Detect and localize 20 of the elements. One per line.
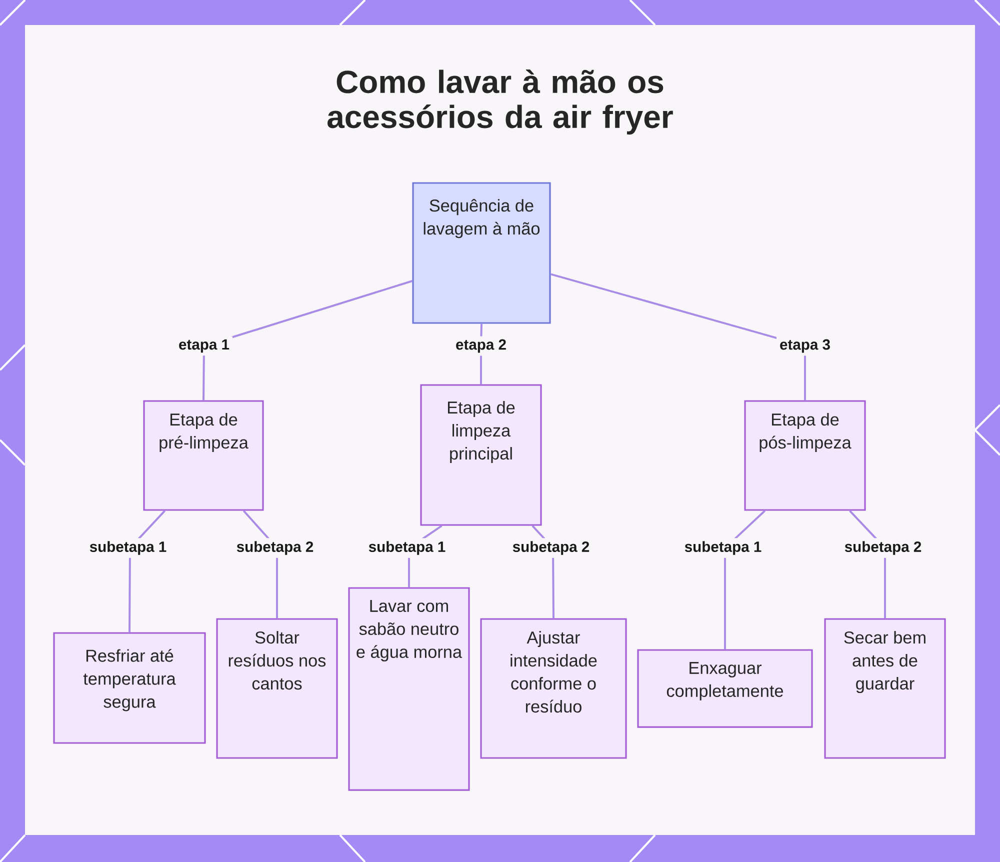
edge-label: subetapa 2 xyxy=(233,538,317,558)
step-box: Etapa de pré-limpeza xyxy=(143,400,264,511)
root-box: Sequência de lavagem à mão xyxy=(412,182,551,324)
step-box: Secar bem antes de guardar xyxy=(824,618,946,759)
edge-label: subetapa 1 xyxy=(681,538,765,558)
step-box: Etapa de limpeza principal xyxy=(420,384,542,526)
step-box: Resfriar até temperatura segura xyxy=(53,632,206,744)
title: Como lavar à mão os acessórios da air fryer xyxy=(328,69,673,135)
step-box: Ajustar intensidade conforme o resíduo xyxy=(480,618,627,759)
edge-label: etapa 1 xyxy=(176,336,232,356)
edge-label: etapa 3 xyxy=(776,336,834,356)
step-box: Lavar com sabão neutro e água morna xyxy=(348,587,470,791)
step-box: Etapa de pós-limpeza xyxy=(744,400,866,511)
edge-label: subetapa 2 xyxy=(841,538,925,558)
edge-label: subetapa 1 xyxy=(365,538,449,558)
step-box: Soltar resíduos nos cantos xyxy=(216,618,338,759)
step-box: Enxaguar completamente xyxy=(637,649,813,728)
edge-label: subetapa 1 xyxy=(86,538,170,558)
edge-label: etapa 2 xyxy=(452,336,510,356)
edge-label: subetapa 2 xyxy=(509,538,593,558)
